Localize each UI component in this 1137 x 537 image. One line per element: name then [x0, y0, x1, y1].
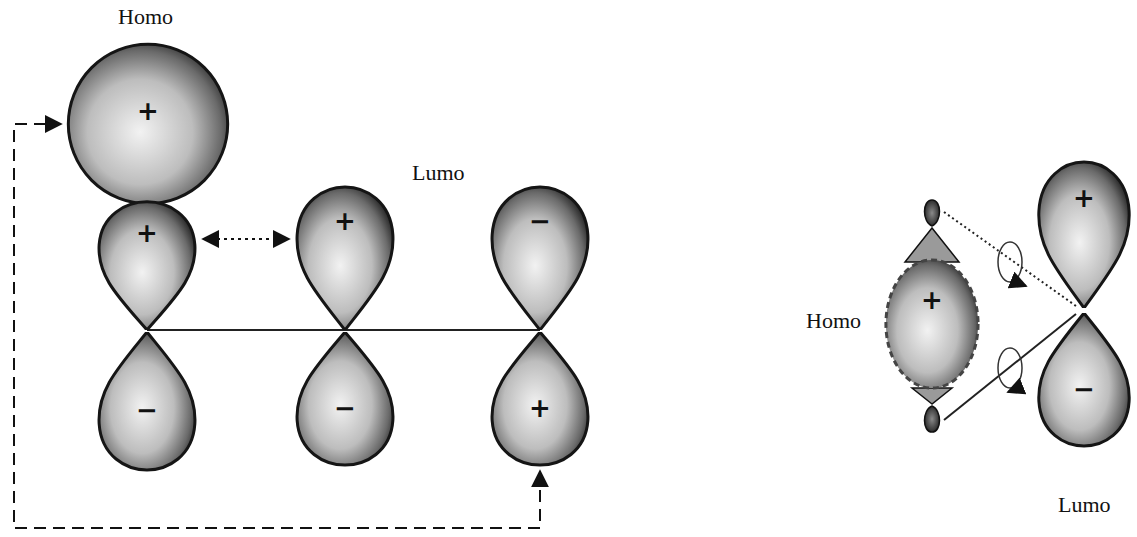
- orbital-label: Lumo: [1058, 492, 1111, 518]
- orbital-label: Lumo: [412, 160, 465, 186]
- phase-sign: −: [293, 394, 397, 422]
- orbital-label: Homo: [118, 4, 173, 30]
- phase-sign: −: [1035, 375, 1133, 403]
- phase-sign: +: [65, 97, 231, 125]
- small-lobe: [925, 200, 940, 226]
- orbital-lobe: −: [95, 332, 199, 472]
- lobe-shape: [884, 258, 980, 390]
- orbital-lobe: +: [95, 200, 199, 330]
- orbital-lobe: +: [488, 332, 592, 467]
- s-orbital: +: [65, 42, 231, 206]
- phase-sign: −: [488, 207, 592, 235]
- orbital-lobe: −: [293, 332, 397, 467]
- orbital-lobe: +: [293, 185, 397, 330]
- phase-sign: +: [95, 219, 199, 247]
- rotation-arrow: [998, 242, 1022, 282]
- phase-sign: +: [488, 394, 592, 422]
- small-lobe: [925, 406, 940, 432]
- rotation-arrow: [1008, 388, 1018, 392]
- orbital-lobe: +: [884, 258, 980, 390]
- phase-sign: +: [1035, 184, 1133, 212]
- lobe-shape: [1035, 160, 1133, 308]
- interaction-arrow: [14, 124, 540, 528]
- phase-sign: +: [884, 286, 980, 314]
- interaction-arrow: [203, 238, 289, 240]
- rotation-arrow: [998, 348, 1022, 388]
- lobe-neck: [905, 228, 959, 262]
- phase-sign: −: [95, 396, 199, 424]
- lobe-neck: [912, 388, 952, 404]
- phase-sign: +: [293, 207, 397, 235]
- orbital-lobe: −: [488, 185, 592, 330]
- orbital-lobe: −: [1035, 313, 1133, 448]
- orbital-label: Homo: [806, 308, 861, 334]
- rotation-arrow: [1016, 282, 1026, 286]
- orbital-lobe: +: [1035, 160, 1133, 308]
